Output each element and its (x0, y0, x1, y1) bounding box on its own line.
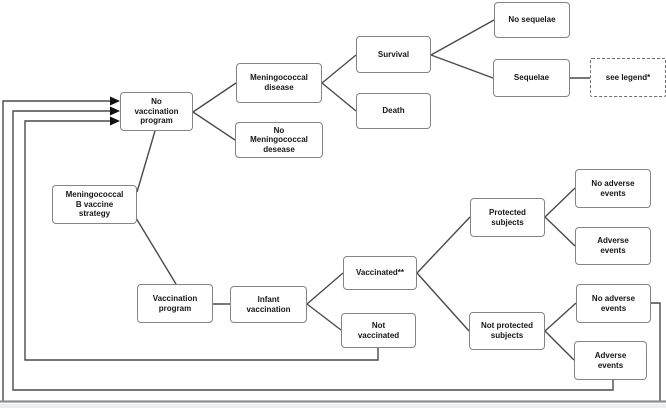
tree-edges (135, 19, 590, 361)
node-no-adverse-events-bottom: No adverse events (576, 284, 651, 323)
arrowheads (110, 96, 120, 126)
node-sequelae: Sequelae (493, 59, 570, 97)
node-no-vaccination-program: No vaccination program (120, 92, 193, 131)
node-adverse-events-top: Adverse events (575, 227, 651, 265)
feedback-loops (2, 100, 661, 401)
node-protected-subjects: Protected subjects (470, 198, 545, 237)
bottom-edge-band (0, 404, 666, 408)
node-infant-vaccination: Infant vaccination (230, 286, 307, 323)
node-meningococcal-b-vaccine-strategy: Meningococcal B vaccine strategy (52, 185, 137, 224)
node-survival: Survival (356, 36, 431, 73)
node-no-adverse-events-top: No adverse events (575, 169, 651, 208)
node-vaccination-program: Vaccination program (137, 284, 213, 323)
node-not-vaccinated: Not vaccinated (341, 313, 416, 348)
node-death: Death (356, 93, 431, 129)
node-adverse-events-bottom: Adverse events (574, 341, 647, 380)
node-no-meningococcal-desease: No Meningococcal desease (235, 122, 323, 158)
node-not-protected-subjects: Not protected subjects (469, 312, 545, 350)
node-no-sequelae: No sequelae (494, 2, 570, 38)
node-see-legend: see legend* (590, 58, 666, 97)
node-meningococcal-disease: Meningococcal disease (236, 63, 322, 103)
node-vaccinated: Vaccinated** (343, 256, 417, 290)
